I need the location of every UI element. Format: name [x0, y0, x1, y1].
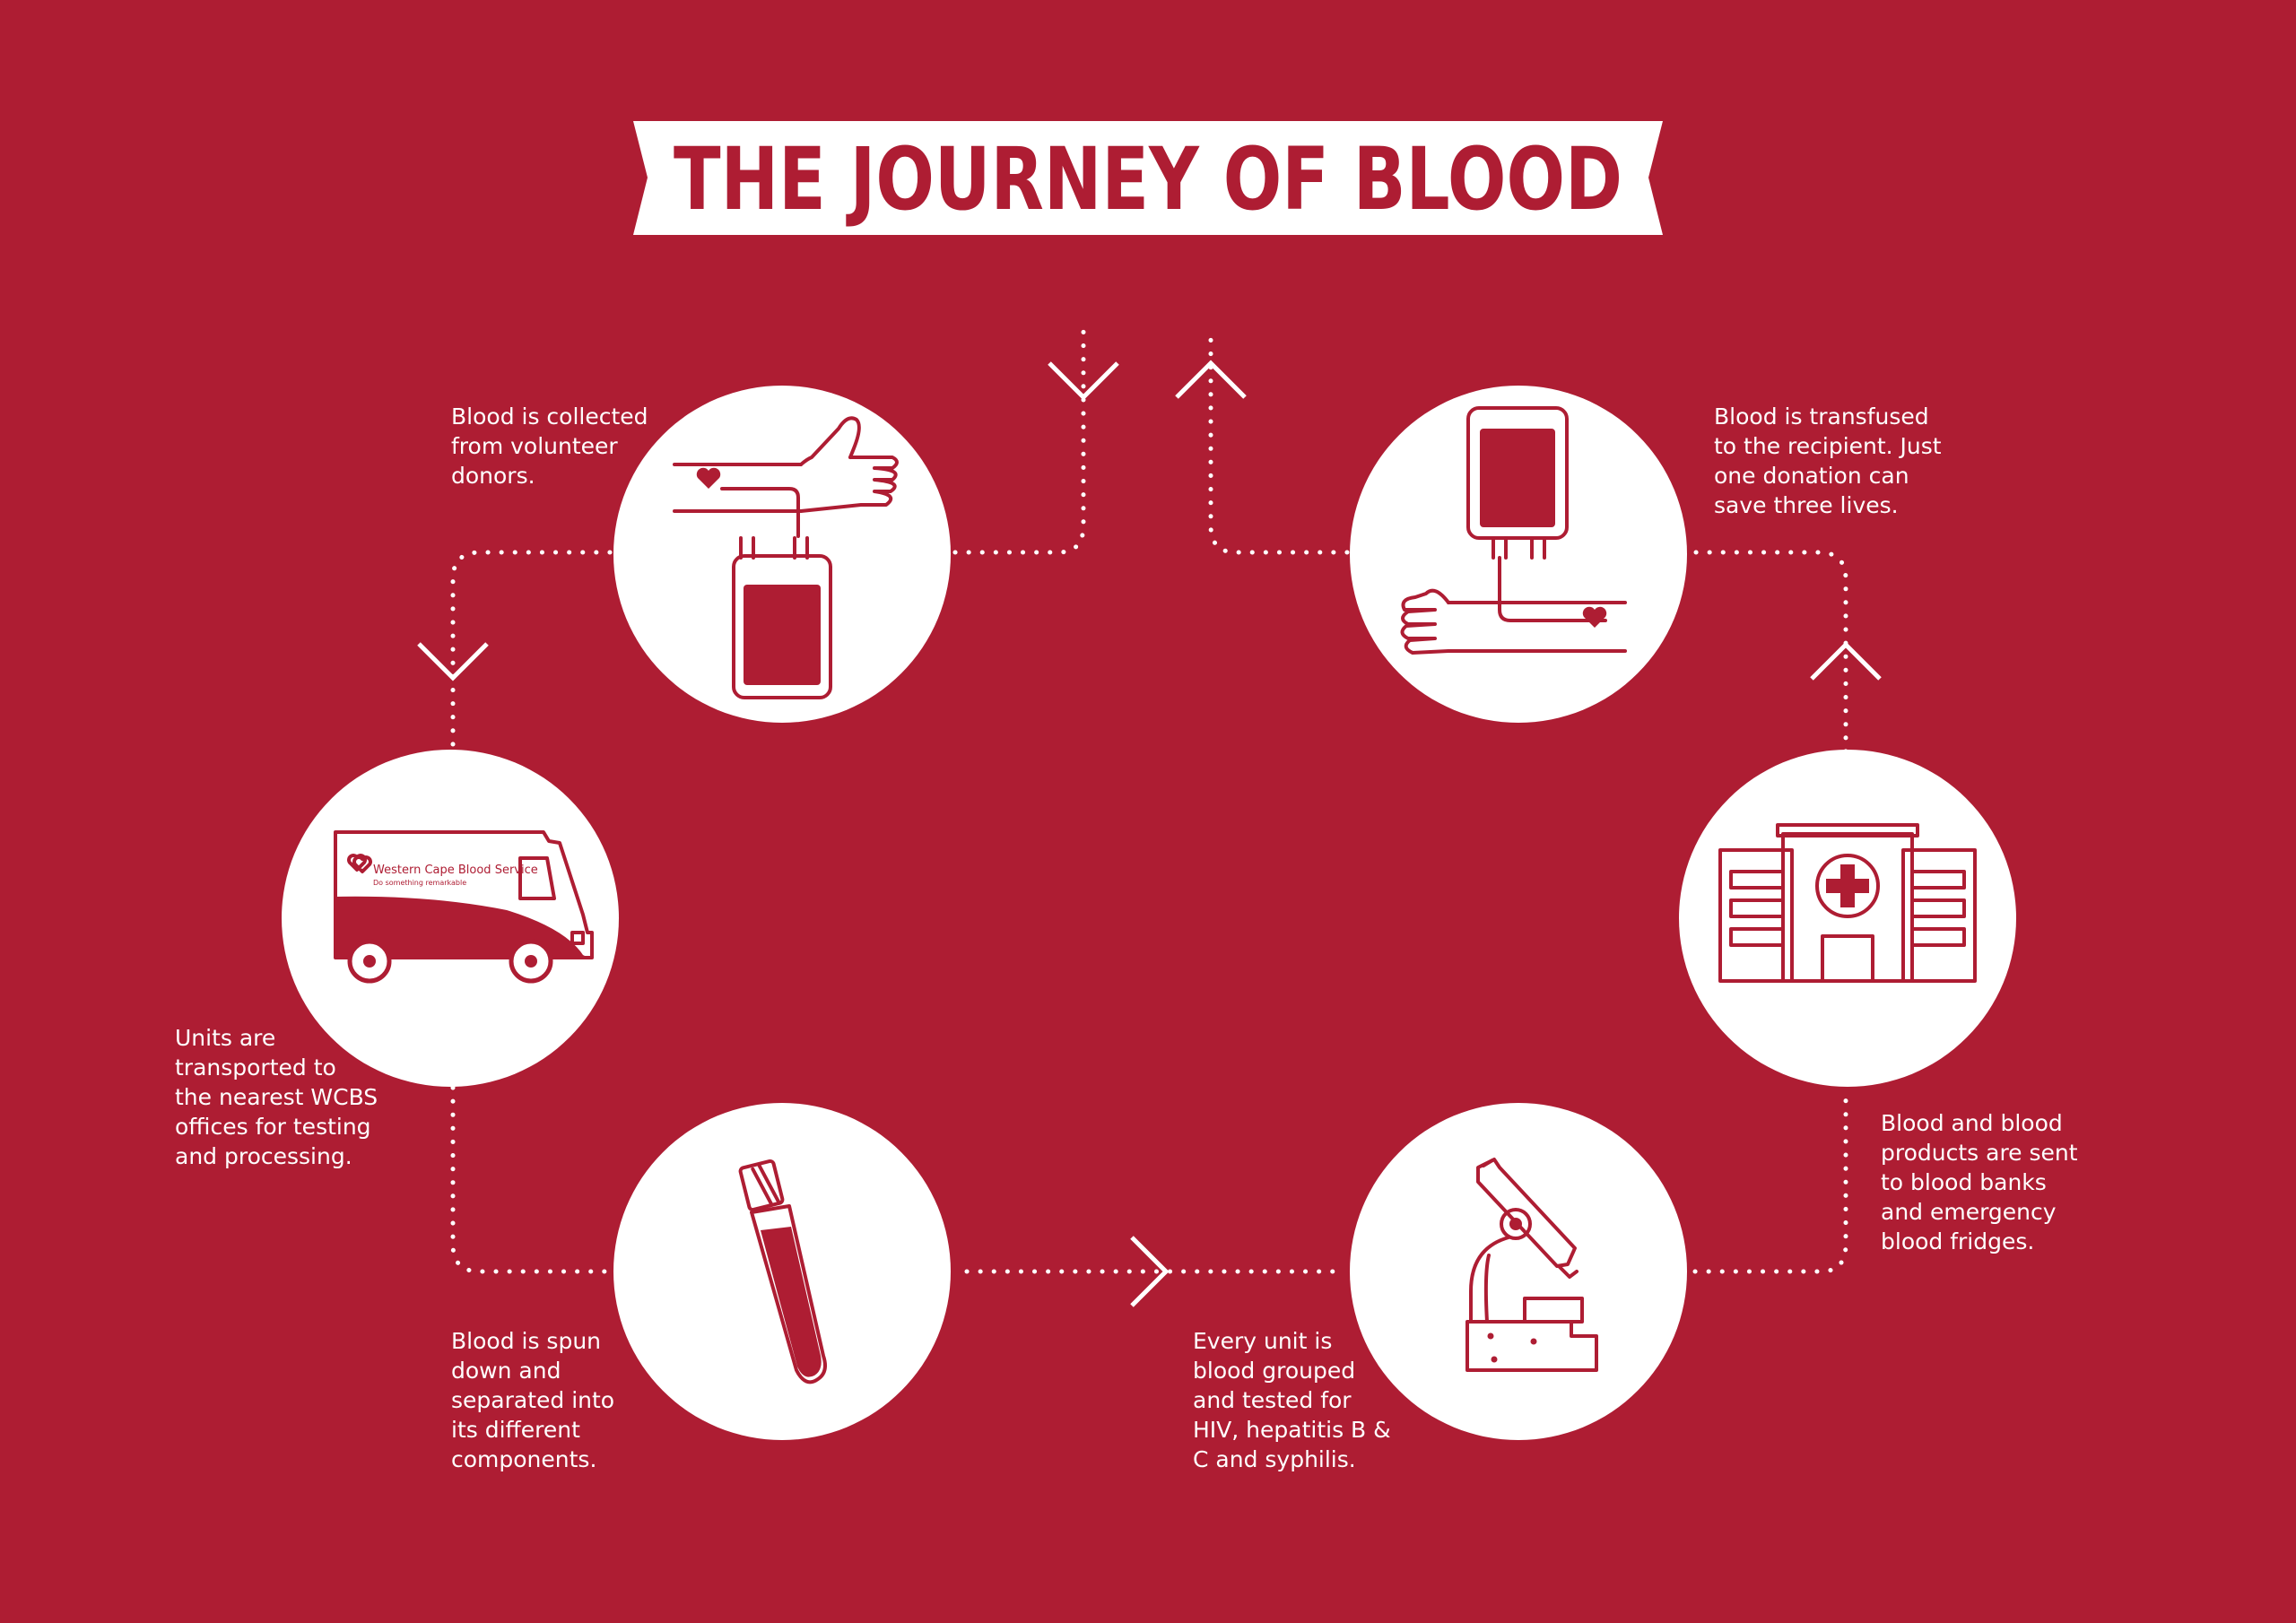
step-caption-transport: Units are transported to the nearest WCB… — [175, 1025, 378, 1169]
step-testing — [1350, 1103, 1687, 1440]
flow-arrows — [417, 360, 1882, 1307]
blood-donation-icon — [673, 416, 899, 699]
step-caption-transfusion: Blood is transfused to the recipient. Ju… — [1714, 404, 1942, 518]
blood-transfusion-icon — [1400, 406, 1627, 655]
arrow-right-icon — [1130, 1236, 1170, 1307]
step-caption-donation: Blood is collected from volunteer donors… — [451, 404, 648, 489]
transport-van-icon: Western Cape Blood Service Do something … — [334, 830, 594, 984]
step-caption-separation: Blood is spun down and separated into it… — [451, 1328, 615, 1472]
arrow-up-icon — [1810, 641, 1882, 681]
test-tube-icon — [738, 1159, 827, 1384]
arrow-up-icon — [1175, 360, 1247, 399]
page-title: THE JOURNEY OF BLOOD — [674, 129, 1622, 230]
step-caption-distribution: Blood and blood products are sent to blo… — [1881, 1110, 2078, 1254]
connector-from-donation-up — [952, 327, 1086, 555]
van-brand-text: Western Cape Blood Service — [373, 864, 538, 877]
step-donation — [613, 386, 951, 723]
flow-connectors — [450, 327, 1848, 1274]
step-caption-testing: Every unit is blood grouped and tested f… — [1193, 1328, 1391, 1472]
connector-microscope-to-hospital — [1692, 1085, 1848, 1274]
step-separation — [613, 1103, 951, 1440]
step-distribution — [1679, 750, 2016, 1087]
arrow-down-icon — [1048, 361, 1119, 401]
title-banner: THE JOURNEY OF BLOOD — [633, 121, 1663, 235]
wcbs-logo-icon — [347, 854, 372, 873]
van-tagline-text: Do something remarkable — [373, 879, 466, 887]
connector-hospital-to-transfusion — [1692, 550, 1848, 754]
arrow-down-icon — [417, 642, 489, 681]
step-transport: Western Cape Blood Service Do something … — [282, 750, 619, 1087]
connector-van-to-tube — [450, 1085, 613, 1274]
microscope-icon — [1465, 1158, 1598, 1372]
step-transfusion — [1350, 386, 1687, 723]
connector-to-transfusion-top — [1208, 327, 1350, 555]
hospital-icon — [1718, 823, 1977, 983]
